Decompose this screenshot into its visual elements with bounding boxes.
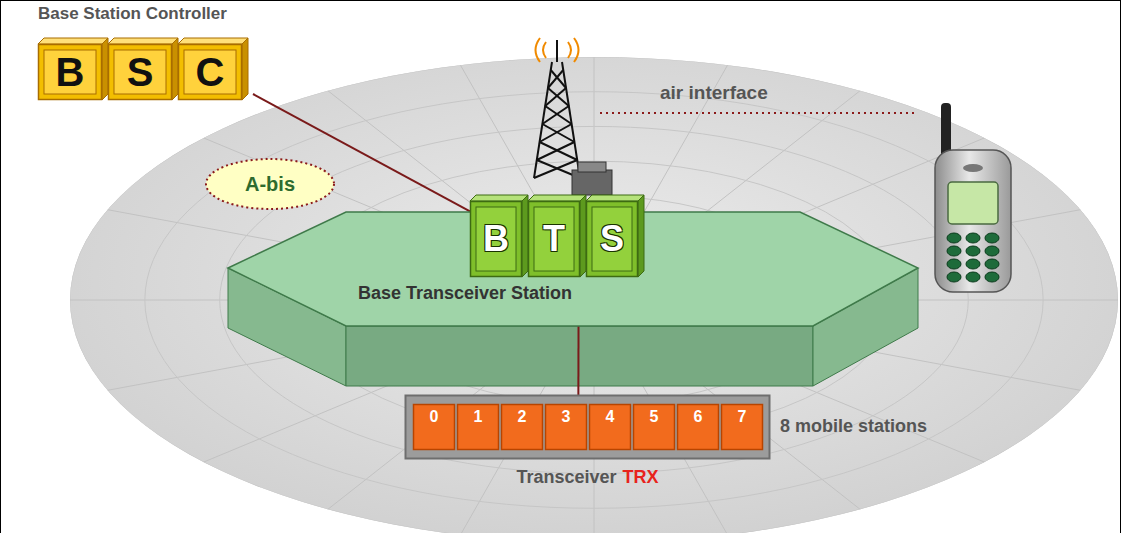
- label-slot: air interface: [660, 82, 768, 104]
- node-label: Base Transceiver Station: [358, 283, 572, 304]
- letter-cube: S: [108, 38, 178, 100]
- letter-cube: S: [586, 195, 644, 277]
- slot-number: 5: [650, 408, 659, 426]
- text-slot: B: [470, 201, 522, 277]
- letter-cube: T: [528, 195, 586, 277]
- radio-waves: [536, 38, 579, 62]
- timeslot-cell: 1: [457, 404, 499, 450]
- cube-letter: B: [56, 49, 85, 95]
- antenna-tower: [534, 40, 580, 178]
- connector-line: [577, 326, 579, 395]
- text-slot: 2: [501, 408, 543, 450]
- interface-bubble: A-bis: [205, 158, 335, 210]
- mobile-phone: [935, 103, 1011, 292]
- text-slot: C: [178, 44, 242, 100]
- node-label: A-bis: [245, 173, 295, 196]
- text-slot: 0: [413, 408, 455, 450]
- text-slot: S: [108, 44, 172, 100]
- timeslot-cell: 6: [677, 404, 719, 450]
- cube-letter: T: [543, 218, 565, 259]
- text-slot: Base Station Controller: [38, 4, 253, 28]
- letter-cube: B: [470, 195, 528, 277]
- text-slot: B: [38, 44, 102, 100]
- text-slot: T: [528, 201, 580, 277]
- interface-label: air interface: [660, 82, 768, 103]
- capacity-note: 8 mobile stations: [780, 416, 927, 436]
- slot-number: 1: [474, 408, 483, 426]
- text-slot: 7: [721, 408, 763, 450]
- equipment-box: [578, 162, 606, 172]
- air-interface-line: [600, 112, 915, 114]
- equipment-group: Base Station ControllerBSC: [38, 4, 253, 104]
- label-slot: 8 mobile stations: [780, 416, 927, 437]
- timeslot-cell: 7: [721, 404, 763, 450]
- slot-number: 2: [518, 408, 527, 426]
- timeslot-cell: 2: [501, 404, 543, 450]
- text-slot: A-bis: [205, 158, 335, 210]
- timeslot-cell: 5: [633, 404, 675, 450]
- node-label: Base Station Controller: [38, 4, 227, 24]
- slot-number: 3: [562, 408, 571, 426]
- equipment-box: [572, 170, 612, 195]
- timeslot-cell: 3: [545, 404, 587, 450]
- transceiver-bar: TransceiverTRX01234567: [405, 395, 770, 459]
- text-slot: 6: [677, 408, 719, 450]
- timeslot-cell: 0: [413, 404, 455, 450]
- cube-letter: S: [127, 49, 154, 95]
- bts-platform: Base Transceiver Station BTS: [228, 212, 918, 326]
- text-slot: Transceiver TRX: [405, 465, 770, 489]
- node-label: TRX: [623, 467, 659, 488]
- text-slot: S: [586, 201, 638, 277]
- letter-cube: C: [178, 38, 248, 100]
- timeslot-cell: 4: [589, 404, 631, 450]
- cube-letter: B: [483, 218, 509, 259]
- text-slot: 4: [589, 408, 631, 450]
- text-slot: Base Transceiver Station: [335, 280, 595, 306]
- cube-letter: C: [196, 49, 225, 95]
- node-label: Transceiver: [516, 467, 616, 488]
- slot-number: 0: [430, 408, 439, 426]
- slot-number: 7: [738, 408, 747, 426]
- text-slot: 5: [633, 408, 675, 450]
- slot-number: 4: [606, 408, 615, 426]
- letter-cube: B: [38, 38, 108, 100]
- slot-number: 6: [694, 408, 703, 426]
- text-slot: 1: [457, 408, 499, 450]
- text-slot: 3: [545, 408, 587, 450]
- cube-letter: S: [600, 218, 624, 259]
